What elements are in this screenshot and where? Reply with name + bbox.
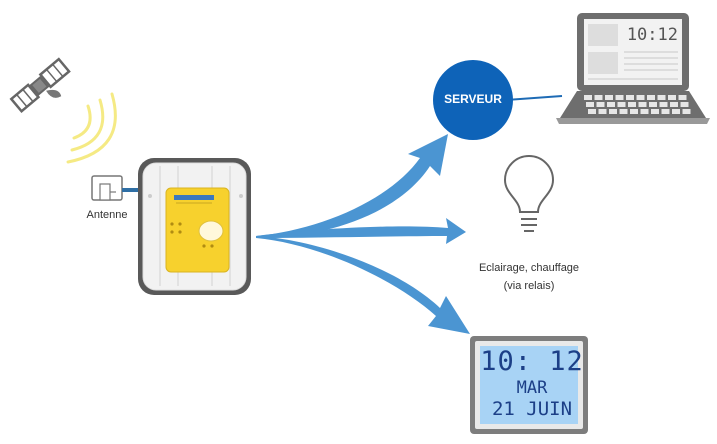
- laptop-key: [647, 95, 655, 100]
- clock-day: MAR: [516, 378, 548, 398]
- lighting-label-line1: Eclairage, chauffage: [478, 262, 580, 274]
- laptop-key: [678, 95, 687, 100]
- arrow-to-clock: [256, 236, 470, 334]
- laptop-key: [640, 109, 649, 114]
- laptop-key: [619, 109, 628, 114]
- server-icon[interactable]: [433, 60, 513, 140]
- server-link: [505, 95, 563, 101]
- clock-time: 10: 12: [480, 346, 584, 377]
- laptop-key: [638, 102, 647, 107]
- server-label: SERVEUR: [444, 92, 502, 106]
- laptop-key: [617, 102, 626, 107]
- laptop-key: [680, 102, 689, 107]
- laptop-key: [594, 95, 603, 100]
- laptop-keyboard: [584, 95, 691, 114]
- laptop-key: [630, 109, 638, 114]
- arrow-to-lightbulb: [256, 218, 466, 244]
- clock-display: [470, 336, 588, 434]
- laptop-key: [651, 109, 659, 114]
- satellite-icon: [9, 57, 71, 114]
- laptop-key: [657, 95, 666, 100]
- laptop-key: [672, 109, 680, 114]
- laptop-key: [588, 109, 596, 114]
- laptop-key: [682, 109, 691, 114]
- laptop-icon[interactable]: [556, 13, 710, 124]
- laptop-key: [584, 95, 592, 100]
- clock-date: 21 JUIN: [491, 398, 573, 420]
- laptop-key: [609, 109, 617, 114]
- laptop-key: [626, 95, 634, 100]
- laptop-key: [670, 102, 678, 107]
- antenne-label: Antenne: [86, 209, 128, 221]
- laptop-key: [668, 95, 676, 100]
- lighting-label-line2: (via relais): [503, 280, 555, 292]
- laptop-key: [661, 109, 670, 114]
- antenna-icon: [91, 175, 142, 201]
- laptop-key: [659, 102, 668, 107]
- arrow-to-server: [256, 134, 448, 238]
- receiver-device: [138, 158, 251, 295]
- laptop-key: [598, 109, 607, 114]
- laptop-key: [615, 95, 624, 100]
- laptop-key: [586, 102, 594, 107]
- laptop-key: [628, 102, 636, 107]
- laptop-key: [596, 102, 605, 107]
- laptop-key: [636, 95, 645, 100]
- lightbulb-icon: [503, 155, 555, 232]
- laptop-time: 10:12: [626, 25, 678, 45]
- laptop-key: [605, 95, 613, 100]
- laptop-key: [607, 102, 615, 107]
- laptop-key: [649, 102, 657, 107]
- signal-waves: [66, 92, 117, 164]
- arrows: [256, 134, 470, 334]
